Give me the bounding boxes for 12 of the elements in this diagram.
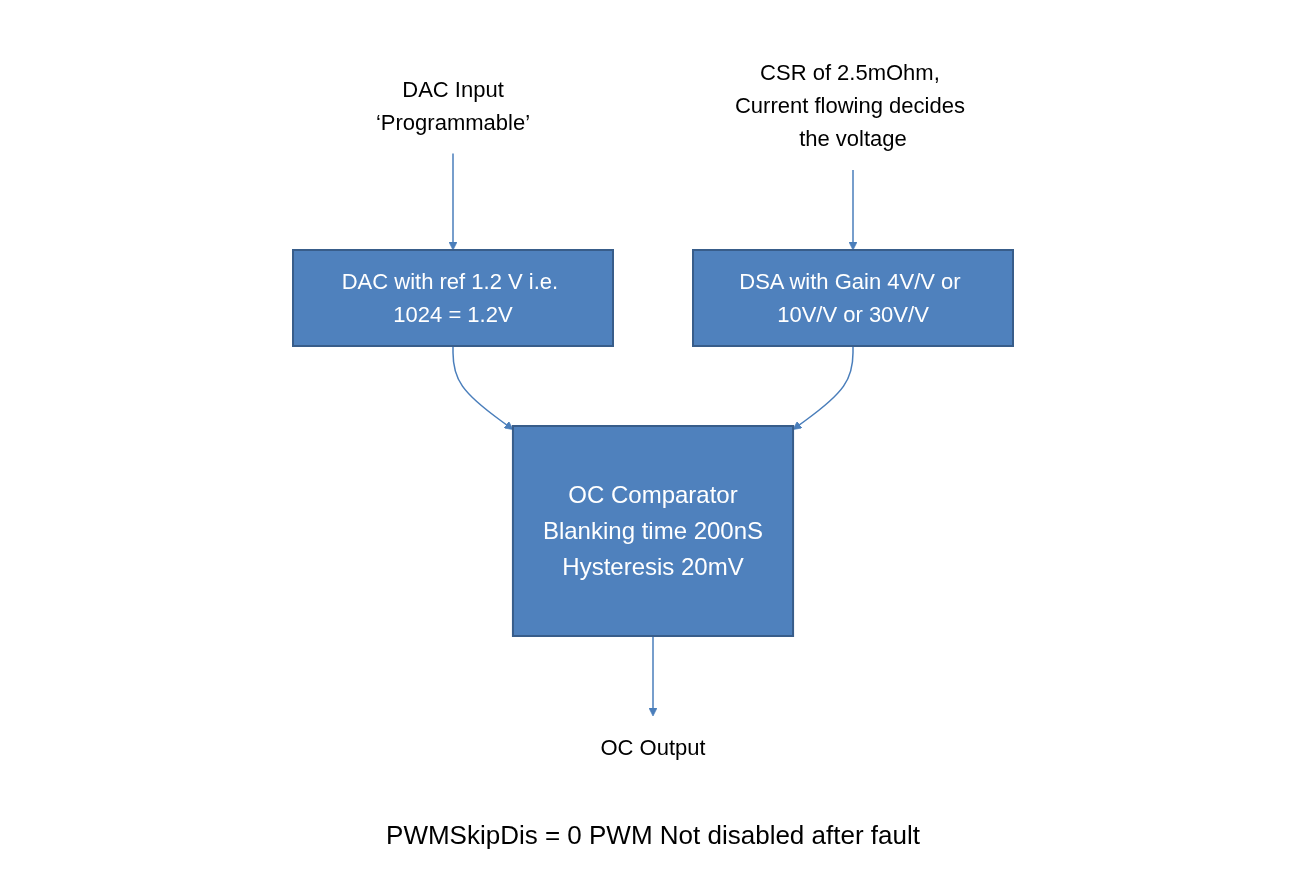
- note-text: PWMSkipDis = 0 PWM Not disabled after fault: [385, 820, 921, 851]
- arrow: [792, 345, 854, 430]
- node-box: DAC with ref 1.2 V i.e. 1024 = 1.2V: [292, 249, 614, 347]
- arrow: [448, 152, 458, 251]
- arrow: [452, 345, 514, 430]
- node-box: OC Comparator Blanking time 200nS Hysteresis 20mV: [511, 425, 795, 637]
- node-text: DAC Input ‘Programmable’: [375, 76, 531, 135]
- arrow: [848, 169, 858, 251]
- node-text: CSR of 2.5mOhm, Current flowing decides the voltage: [734, 60, 965, 151]
- node-text: OC Output: [600, 735, 706, 760]
- arrow: [648, 635, 658, 717]
- node-box: DSA with Gain 4V/V or 10V/V or 30V/V: [692, 249, 1014, 347]
